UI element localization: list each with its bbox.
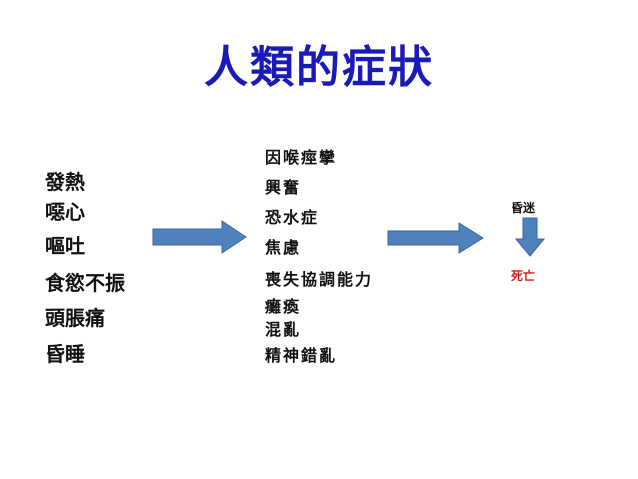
- later-symptom: 因喉痙攣: [265, 148, 338, 167]
- slide-title: 人類的症狀: [204, 42, 434, 93]
- coma-label: 昏迷: [511, 201, 536, 215]
- later-symptom: 焦慮: [265, 238, 302, 257]
- later-symptom: 興奮: [265, 178, 302, 197]
- later-symptom: 恐水症: [265, 208, 320, 227]
- later-symptom: 混亂: [265, 320, 302, 339]
- early-symptom: 昏睡: [45, 342, 85, 366]
- down-arrow-icon: [515, 217, 545, 257]
- later-symptom: 精神錯亂: [265, 346, 338, 365]
- early-symptom: 頭脹痛: [45, 306, 105, 330]
- later-symptom: 喪失協調能力: [265, 270, 374, 289]
- early-symptom: 噁心: [45, 200, 85, 224]
- later-symptom: 癱瘓: [265, 297, 302, 316]
- right-arrow-icon: [387, 222, 484, 254]
- early-symptom: 嘔吐: [45, 234, 85, 258]
- right-arrow-icon: [152, 220, 247, 254]
- early-symptom: 發熱: [45, 170, 85, 194]
- death-label: 死亡: [511, 269, 536, 283]
- early-symptom: 食慾不振: [45, 271, 125, 295]
